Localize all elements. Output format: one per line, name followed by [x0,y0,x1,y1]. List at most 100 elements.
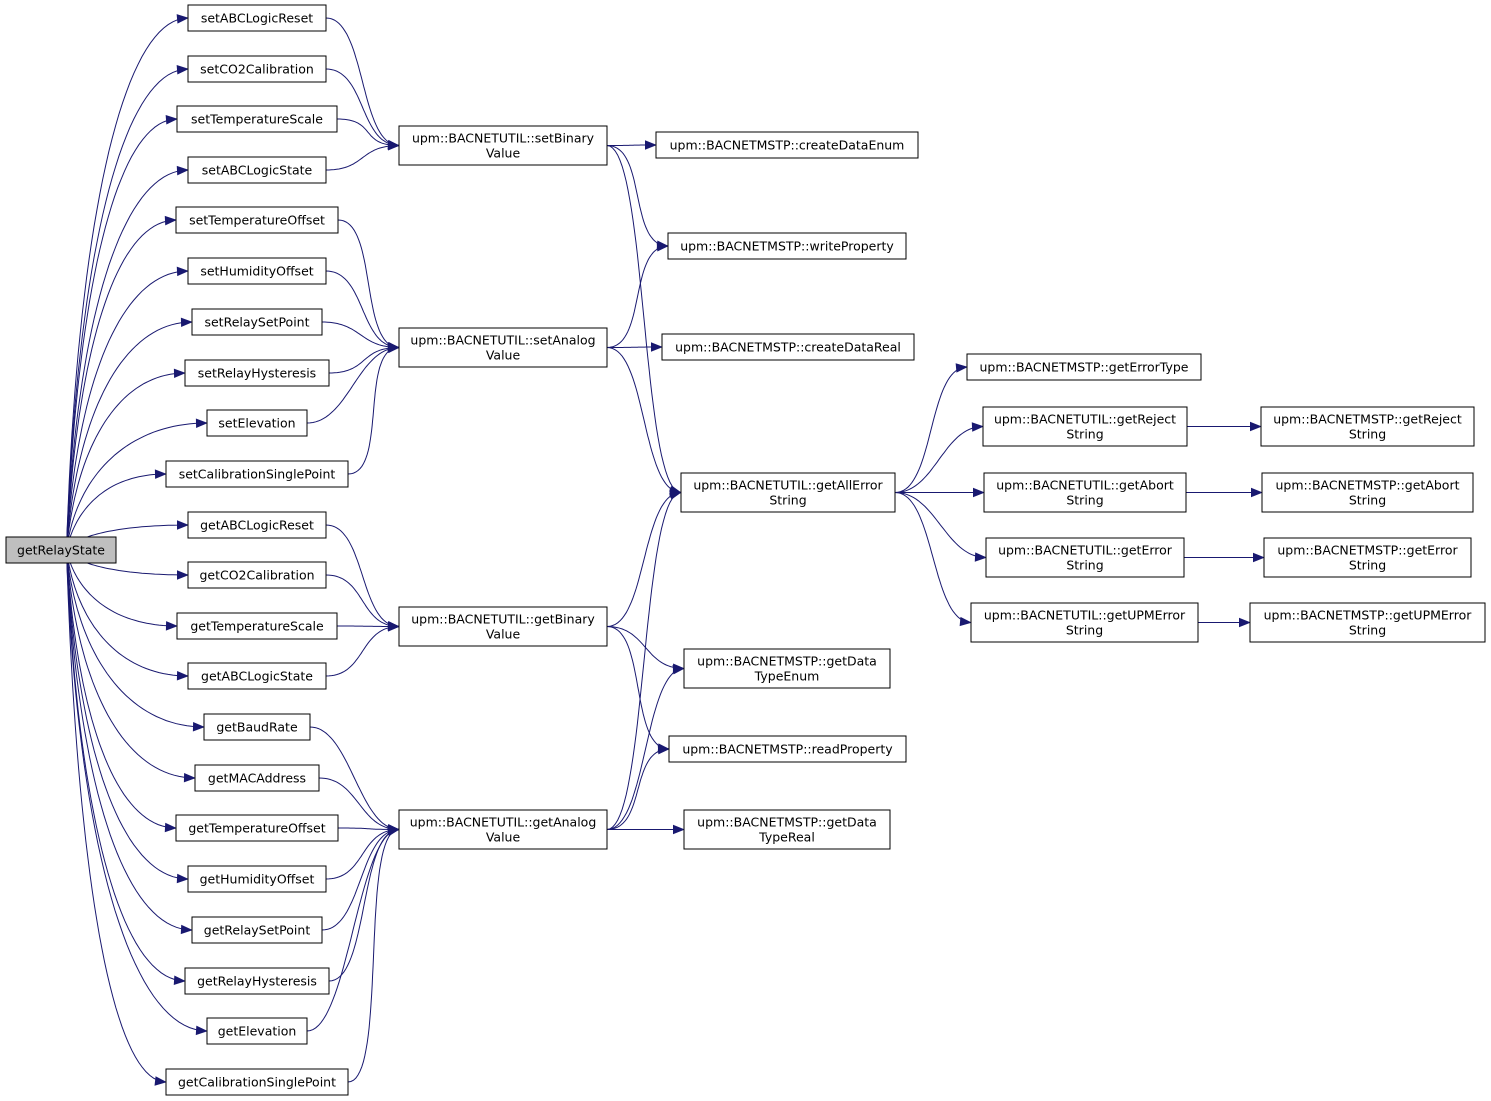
edge-line [606,245,665,348]
function-nodes: getRelayState setABCLogicReset setCO2Calib… [5,4,1486,1096]
node-box [175,206,339,234]
node-set-temperature-offset[interactable]: setTemperatureOffset [175,206,339,234]
edge-get-relay-state-to-set-relay-hysteresis [66,368,186,551]
edge-arrowhead [645,140,657,150]
edge-arrowhead [195,418,208,428]
edge-arrowhead [192,722,205,732]
edge-line [325,626,396,677]
node-read-property[interactable]: upm::BACNETMSTP::readProperty [668,735,907,763]
node-box [206,1017,308,1045]
node-get-elevation[interactable]: getElevation [206,1017,308,1045]
node-set-relay-hysteresis[interactable]: setRelayHysteresis [184,359,330,387]
edge-arrowhead [973,487,985,498]
node-get-humidity-offset[interactable]: getHumidityOffset [187,865,327,893]
edge-arrowhead [669,490,682,500]
node-get-calibration-single-point[interactable]: getCalibrationSinglePoint [165,1068,349,1096]
node-set-calibration-single-point[interactable]: setCalibrationSinglePoint [165,460,349,488]
node-get-co2-calibration[interactable]: getCO2Calibration [187,561,327,589]
node-create-data-real[interactable]: upm::BACNETMSTP::createDataReal [661,333,915,361]
node-box [982,406,1188,447]
edge-get-analog-value-to-get-all-error-string [606,490,682,830]
edge-arrowhead [177,520,189,530]
node-label: setCalibrationSinglePoint [179,467,336,482]
node-write-property[interactable]: upm::BACNETMSTP::writeProperty [667,232,907,260]
node-label: getRelaySetPoint [204,923,311,938]
node-label: Value [486,348,521,363]
node-label: getCalibrationSinglePoint [178,1075,336,1090]
edge-arrowhead [955,363,968,373]
node-label: TypeReal [758,830,815,845]
edge-arrowhead [672,665,685,675]
node-set-elevation[interactable]: setElevation [206,409,308,437]
node-label: setCO2Calibration [200,62,314,77]
node-label: getElevation [218,1024,297,1039]
edge-line [607,346,659,348]
edge-util-get-upm-error-string-to-mstp-get-upm-error-string [1198,617,1251,628]
node-label: upm::BACNETMSTP::getData [697,815,877,830]
node-label: String [1066,558,1103,573]
node-label: String [1349,623,1386,638]
node-box [398,327,608,368]
node-get-abc-logic-state[interactable]: getABCLogicState [187,662,327,690]
node-box [187,156,327,184]
node-label: String [1066,623,1103,638]
node-get-relay-set-point[interactable]: getRelaySetPoint [191,916,323,944]
edge-arrowhead [387,622,400,632]
node-create-data-enum[interactable]: upm::BACNETMSTP::createDataEnum [655,131,919,159]
node-get-mac-address[interactable]: getMACAddress [194,764,320,792]
edge-get-relay-state-to-set-relay-set-point [66,317,193,551]
node-box [970,602,1199,643]
node-get-error-type[interactable]: upm::BACNETMSTP::getErrorType [966,353,1202,381]
edge-line [66,68,183,551]
node-label: String [1349,427,1386,442]
edge-arrowhead [176,873,189,884]
node-get-baud-rate[interactable]: getBaudRate [203,713,311,741]
edge-line [66,473,162,551]
node-box [191,308,323,336]
node-get-relay-hysteresis[interactable]: getRelayHysteresis [184,967,330,995]
node-set-humidity-offset[interactable]: setHumidityOffset [187,257,327,285]
edge-arrowhead [657,744,670,755]
node-label: getHumidityOffset [200,872,315,887]
node-set-relay-set-point[interactable]: setRelaySetPoint [191,308,323,336]
edge-line [325,524,396,627]
node-set-abc-logic-state[interactable]: setABCLogicState [187,156,327,184]
node-label: String [769,493,806,508]
edge-get-relay-state-to-set-temperature-scale [66,114,178,551]
node-set-abc-logic-reset[interactable]: setABCLogicReset [187,4,327,32]
edge-arrowhead [164,215,177,226]
edge-arrowhead [387,140,400,151]
edge-line [894,492,968,623]
node-label: upm::BACNETMSTP::getData [697,654,877,669]
node-get-temperature-scale[interactable]: getTemperatureScale [176,612,338,640]
edge-get-binary-value-to-read-property [606,626,670,753]
node-set-temperature-scale[interactable]: setTemperatureScale [176,105,338,133]
node-label: upm::BACNETUTIL::getError [998,543,1173,558]
node-get-abc-logic-reset[interactable]: getABCLogicReset [187,511,327,539]
edge-line [66,372,180,551]
node-get-temperature-offset[interactable]: getTemperatureOffset [175,814,339,842]
node-label: upm::BACNETUTIL::getBinary [411,612,595,627]
edge-set-binary-value-to-create-data-enum [607,140,657,150]
node-get-relay-state[interactable]: getRelayState [5,536,117,564]
node-box [1261,472,1474,513]
node-set-co2-calibration[interactable]: setCO2Calibration [187,55,327,83]
edge-line [66,549,172,829]
edge-line [325,574,396,627]
edge-line [66,549,180,982]
